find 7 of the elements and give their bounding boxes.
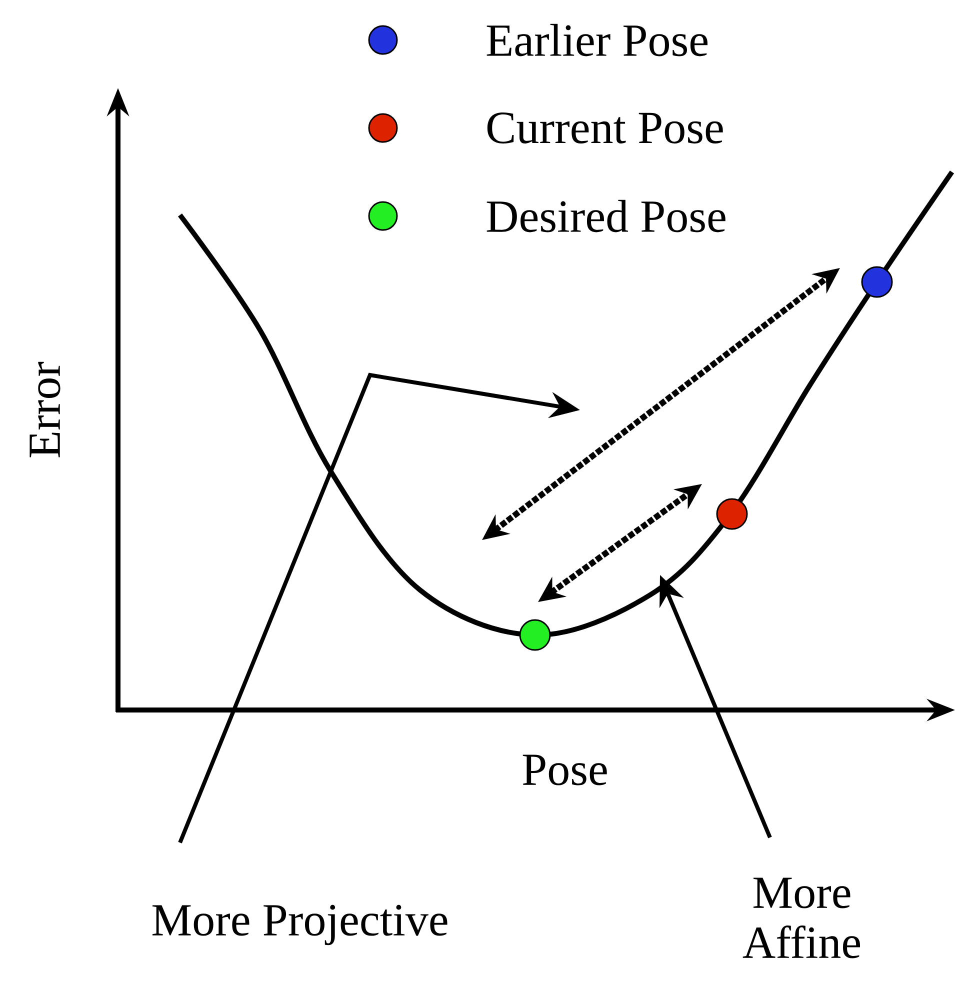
text-label: More Projective: [152, 904, 448, 946]
text-label: More Affine: [742, 878, 860, 958]
legend-text: Earlier Pose: [486, 24, 708, 56]
axis-label: Pose: [522, 754, 607, 786]
axis-label: Error: [30, 362, 60, 458]
legend-text: Desired Pose: [486, 200, 726, 232]
legend-text: Current Pose: [487, 112, 723, 144]
